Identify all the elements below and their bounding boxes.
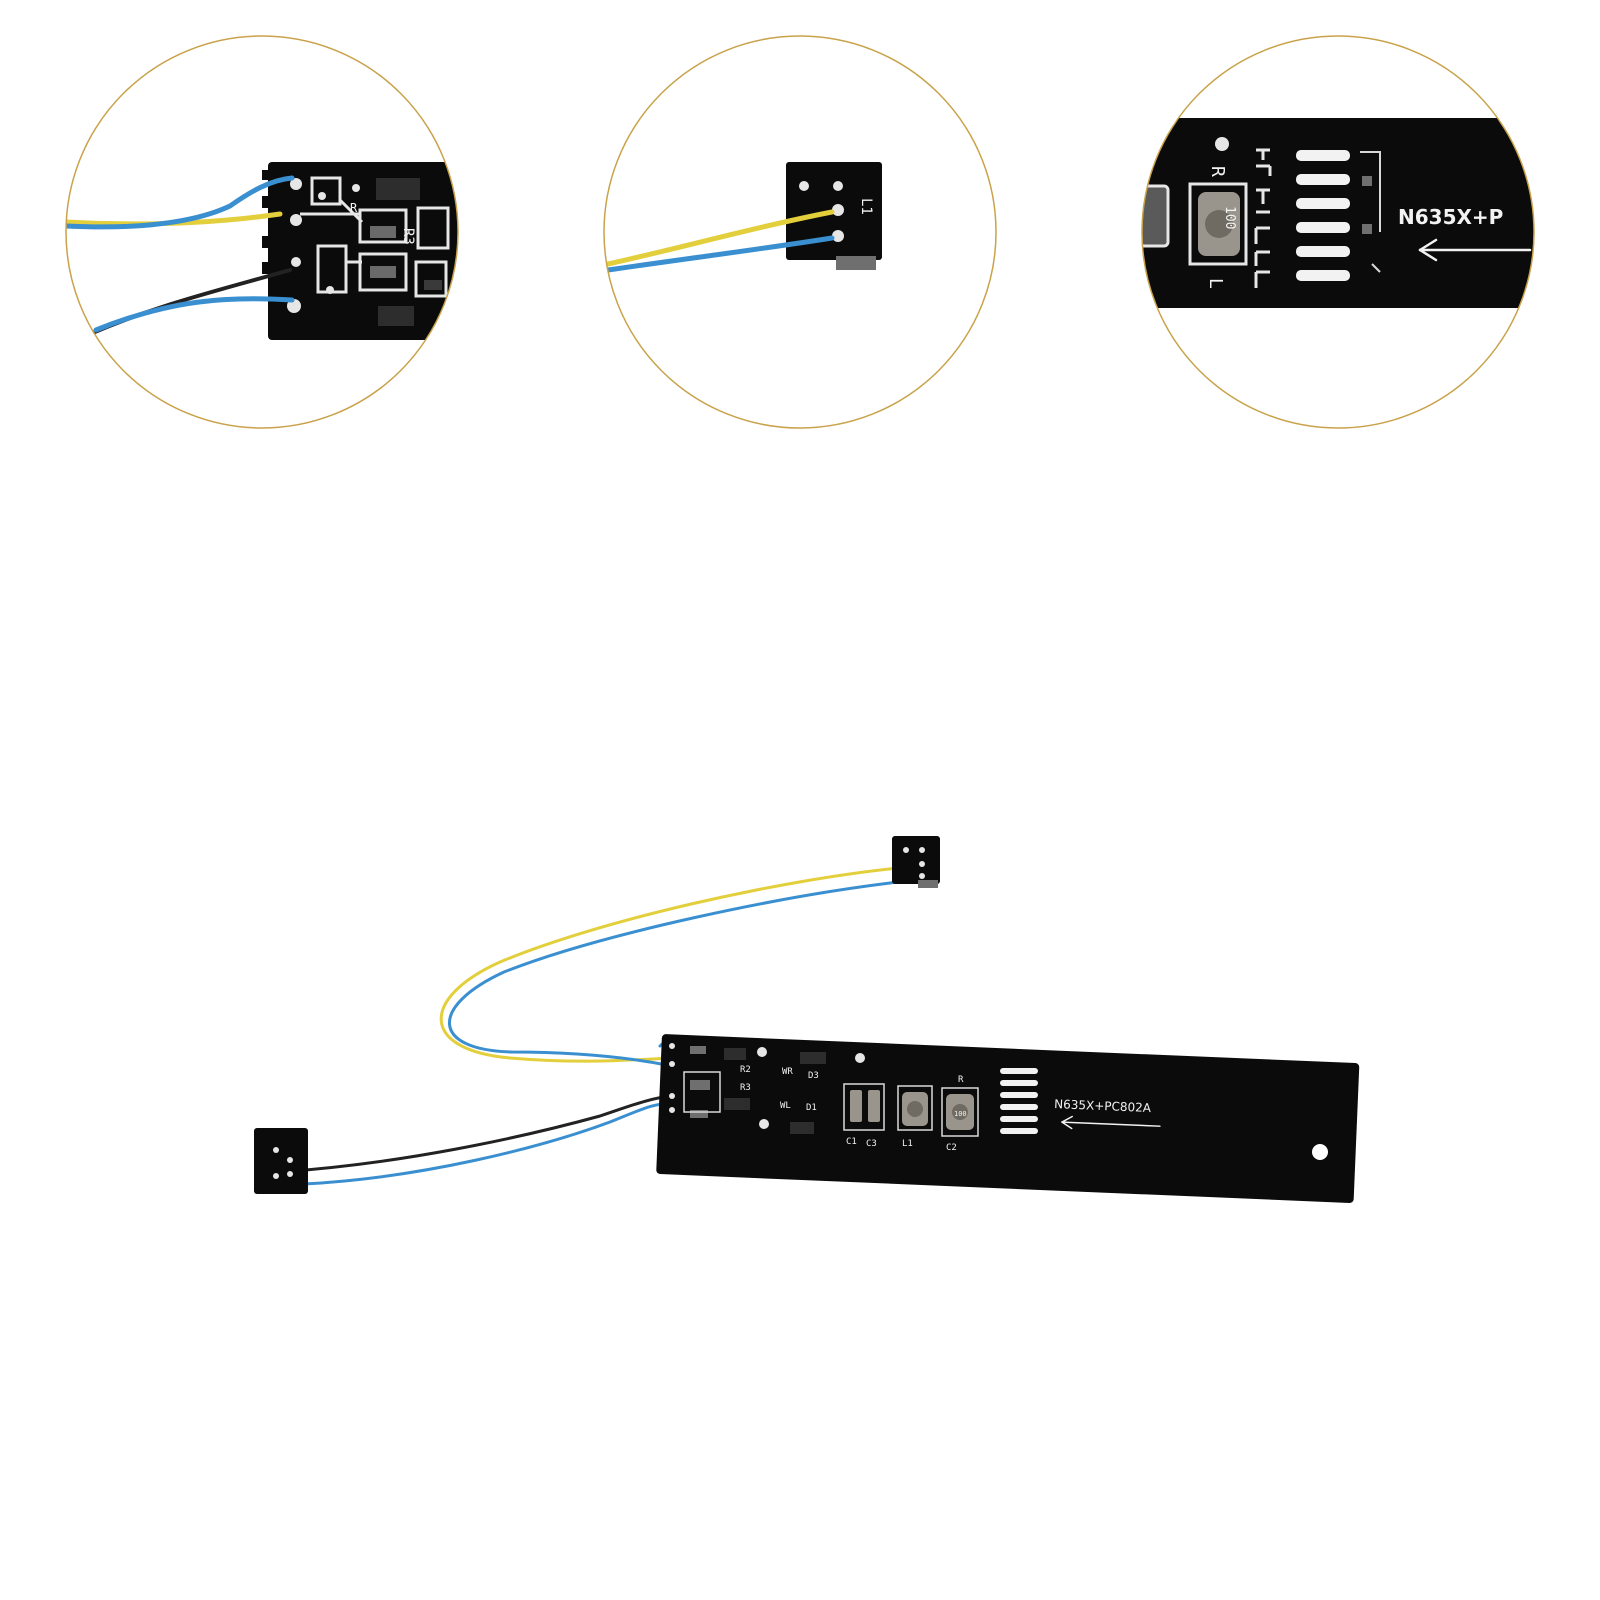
- small-board-bottom: [254, 1128, 308, 1194]
- board-marking-text: 100 R L: [1205, 166, 1237, 289]
- board-model-label: N635X+P: [1398, 205, 1503, 229]
- label-r: R: [958, 1075, 964, 1085]
- label-l1: L1: [902, 1139, 913, 1149]
- via-holes: [669, 1043, 865, 1129]
- zoom-circle-left: R3 R: [65, 35, 459, 429]
- board-marking-text: WR D3 WL D1 R2 R3 C1 C3 L1 C2 R 100: [740, 1065, 967, 1153]
- via-holes: [287, 178, 360, 313]
- svg-text:R: R: [350, 201, 358, 215]
- capacitors: [850, 1090, 880, 1122]
- connector-bracket: [1360, 151, 1381, 273]
- smd-components: [370, 178, 442, 326]
- ref-l: L: [1205, 278, 1226, 289]
- label-100: 100: [954, 1110, 967, 1118]
- connector-pads: [1000, 1068, 1038, 1134]
- inductor-value: 100: [1222, 206, 1237, 229]
- inductors: [902, 1092, 974, 1130]
- main-assembly: WR D3 WL D1 R2 R3 C1 C3 L1 C2 R 100 N635…: [254, 836, 1360, 1203]
- arrow-left-icon: [1418, 238, 1532, 262]
- ref-r: R: [1207, 166, 1228, 177]
- wires: [278, 866, 900, 1186]
- arrow-left-icon: [1061, 1115, 1161, 1130]
- svg-text:R3: R3: [400, 228, 416, 245]
- board-edge-solder-pads: [262, 170, 272, 274]
- zoom-circle-right: 100 R L: [1141, 35, 1535, 429]
- pin-label-glyphs: [1254, 148, 1272, 288]
- label-wr: WR: [782, 1067, 793, 1077]
- board-model-label: N635X+PC802A: [1054, 1097, 1152, 1115]
- long-pcb: WR D3 WL D1 R2 R3 C1 C3 L1 C2 R 100 N635…: [656, 1034, 1360, 1203]
- board-marking-text: L1: [858, 198, 874, 215]
- via-hole: [1215, 137, 1229, 151]
- zoom-circle-middle: L1: [603, 35, 997, 429]
- svg-text:L1: L1: [858, 198, 874, 215]
- mounting-hole: [1312, 1144, 1328, 1160]
- wires: [66, 175, 295, 336]
- label-d1: D1: [806, 1103, 817, 1113]
- silkscreen-outlines: [683, 1071, 979, 1137]
- label-d3: D3: [808, 1071, 819, 1081]
- wires: [605, 209, 835, 273]
- label-r2: R2: [740, 1065, 751, 1075]
- label-c1: C1: [846, 1137, 857, 1147]
- small-board-top: [892, 836, 940, 888]
- board-marking-text: R3 R: [350, 201, 416, 245]
- label-c3: C3: [866, 1139, 877, 1149]
- label-wl: WL: [780, 1101, 791, 1111]
- via-holes: [799, 181, 844, 242]
- smd-components: [690, 1046, 826, 1134]
- label-c2: C2: [946, 1143, 957, 1153]
- label-r3: R3: [740, 1083, 751, 1093]
- connector-pads: [1296, 150, 1350, 281]
